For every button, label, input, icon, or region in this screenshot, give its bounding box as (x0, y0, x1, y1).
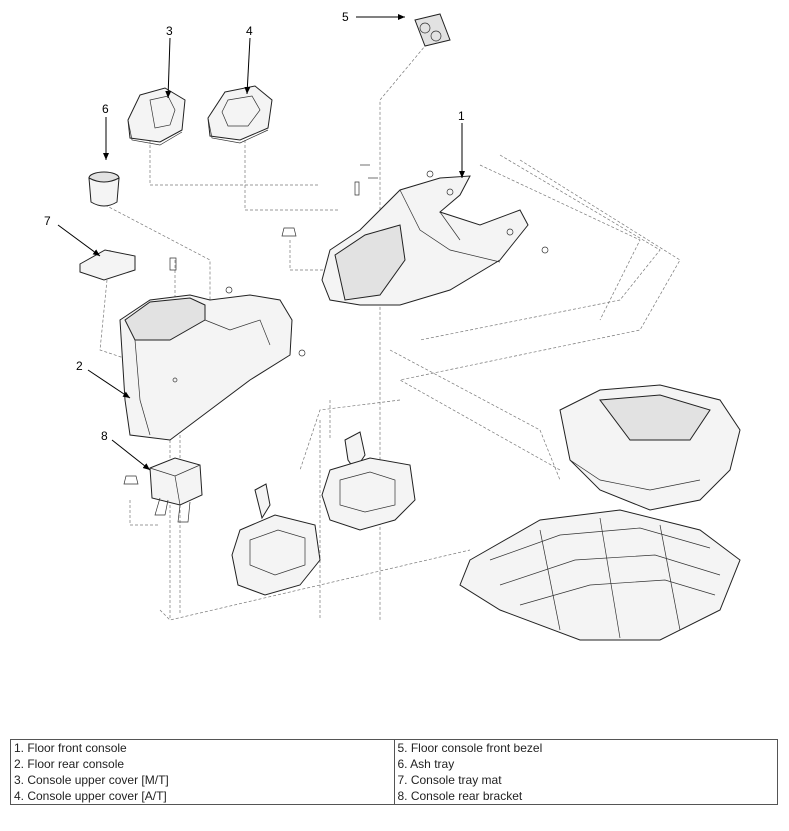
callout-2: 2 (76, 359, 83, 373)
callout-3: 3 (166, 24, 173, 38)
legend-row: 3. Console upper cover [M/T] 7. Console … (10, 772, 778, 788)
callout-4: 4 (246, 24, 253, 38)
callout-1: 1 (458, 109, 465, 123)
fasteners (123, 164, 549, 485)
part-4-upper-cover-at (207, 85, 273, 144)
part-2-floor-rear-console (119, 294, 293, 441)
shift-lever-at (321, 431, 416, 531)
part-3-upper-cover-mt (127, 87, 186, 146)
callout-labels: 5 3 4 1 6 7 2 8 (44, 10, 465, 443)
part-7-tray-mat (79, 249, 136, 281)
part-5-front-bezel (414, 13, 451, 47)
assembly-guide-lines (99, 39, 681, 621)
exploded-parts-diagram: 5 3 4 1 6 7 2 8 (44, 10, 741, 641)
legend-item-2: 2. Floor rear console (10, 756, 395, 772)
legend-item-8: 8. Console rear bracket (393, 788, 778, 805)
legend-row: 1. Floor front console 5. Floor console … (10, 739, 778, 756)
part-6-ash-tray (88, 171, 120, 207)
callout-leaders (57, 14, 465, 471)
part-1-floor-front-console (321, 175, 529, 306)
callout-7: 7 (44, 214, 51, 228)
part-8-rear-bracket (149, 457, 203, 523)
legend-row: 2. Floor rear console 6. Ash tray (10, 756, 778, 772)
shift-lever-mt (231, 483, 321, 596)
vehicle-floor-dashboard (459, 384, 741, 641)
callout-8: 8 (101, 429, 108, 443)
legend-item-6: 6. Ash tray (393, 756, 778, 772)
legend-item-4: 4. Console upper cover [A/T] (10, 788, 395, 805)
legend-item-3: 3. Console upper cover [M/T] (10, 772, 395, 788)
callout-6: 6 (102, 102, 109, 116)
legend-item-1: 1. Floor front console (10, 739, 395, 756)
legend-item-5: 5. Floor console front bezel (393, 739, 778, 756)
legend-item-7: 7. Console tray mat (393, 772, 778, 788)
parts-legend-table: 1. Floor front console 5. Floor console … (10, 739, 778, 805)
legend-row: 4. Console upper cover [A/T] 8. Console … (10, 788, 778, 805)
callout-5: 5 (342, 10, 349, 24)
